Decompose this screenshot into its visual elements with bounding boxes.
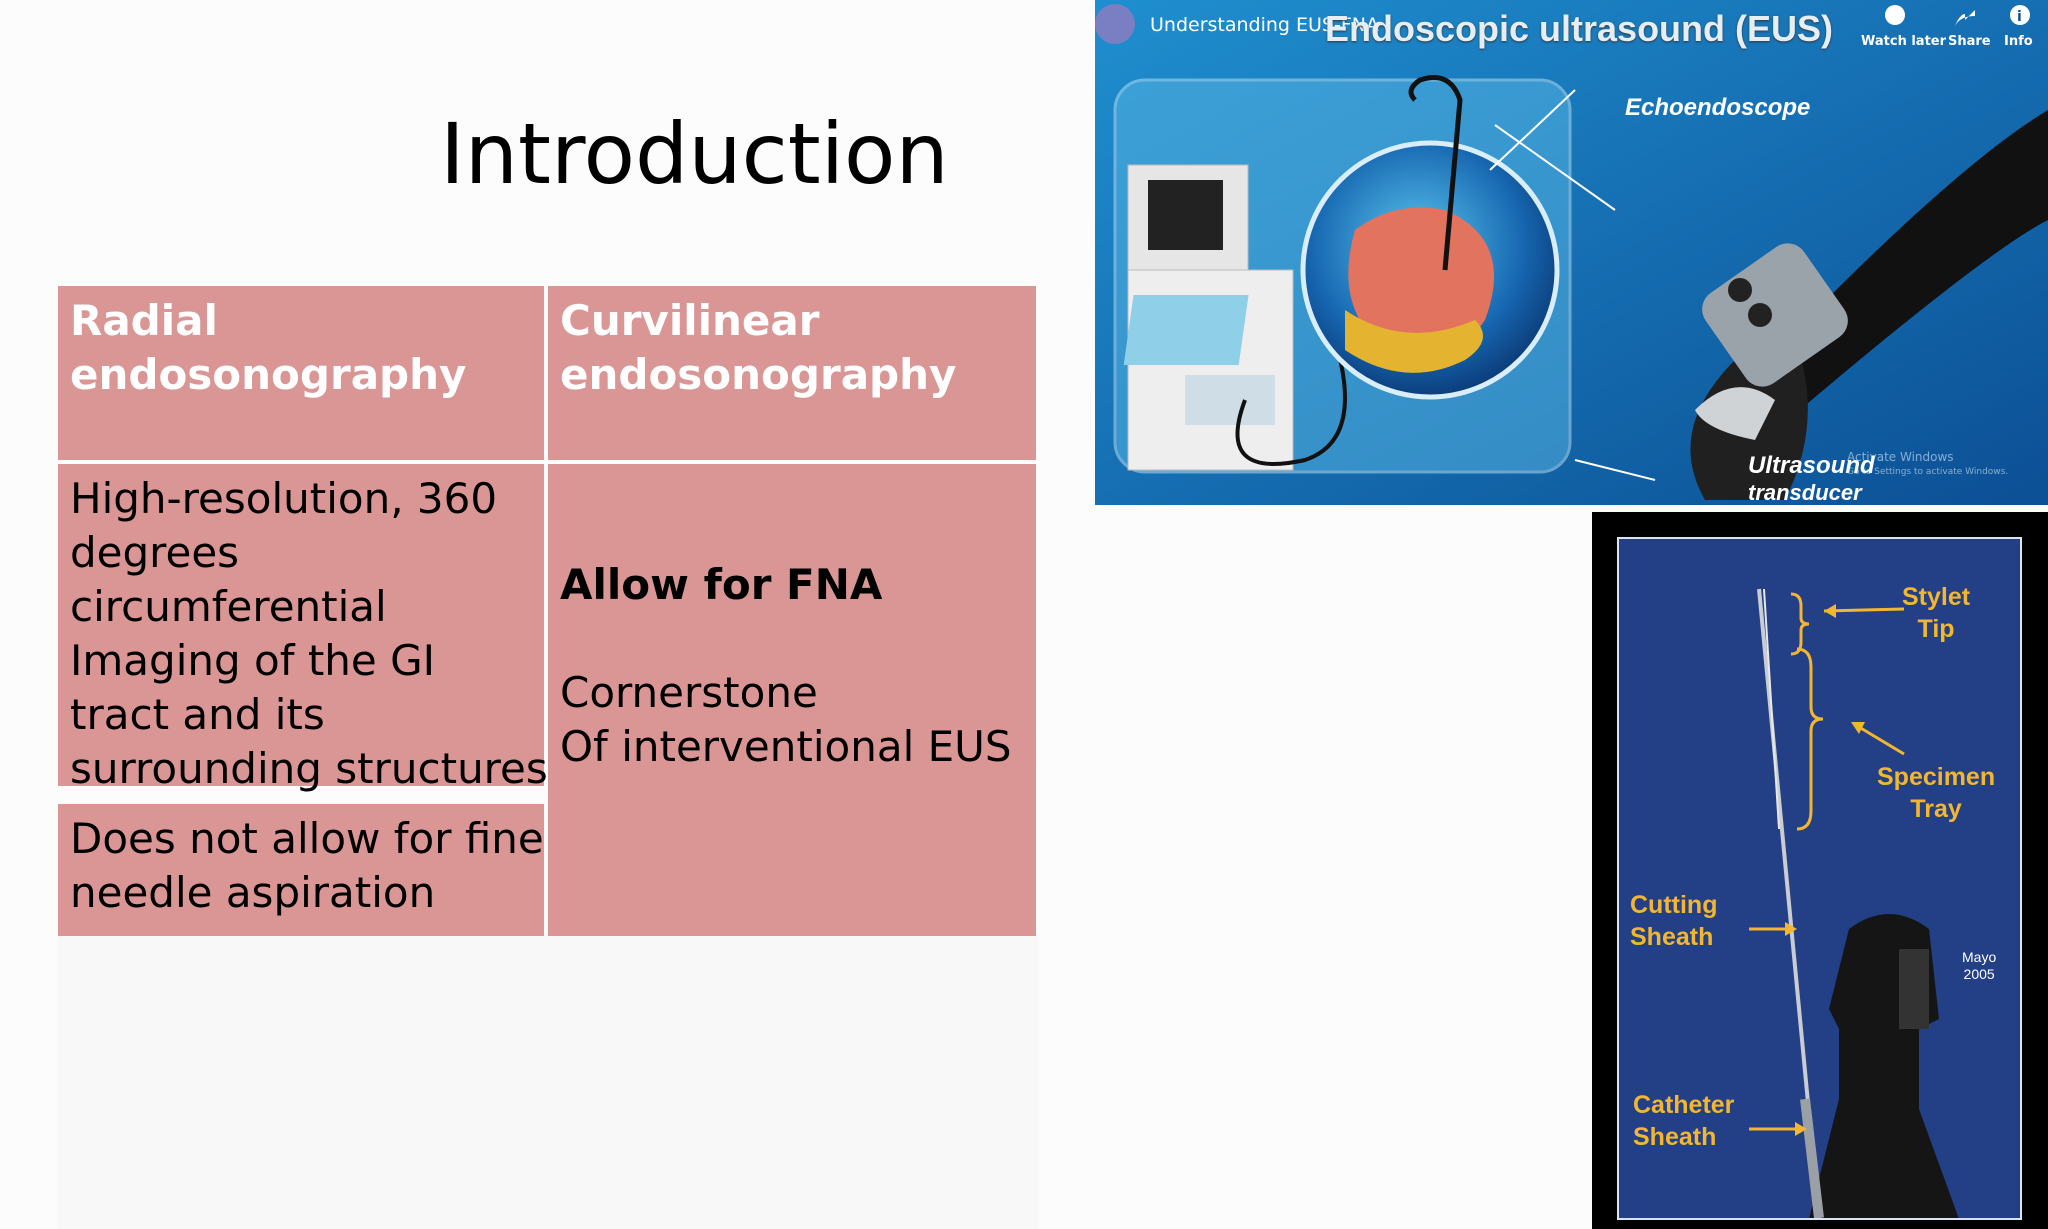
text-line: circumferential — [70, 582, 387, 631]
label-line: Stylet — [1902, 583, 1971, 611]
curvilinear-fna-text: Allow for FNA — [560, 560, 883, 609]
slide-title: Introduction — [440, 105, 949, 203]
text-line: surrounding structures — [70, 744, 548, 793]
text-line: needle aspiration — [70, 868, 436, 917]
needle-illustration — [1749, 588, 1959, 1219]
eus-video-frame[interactable]: i Understanding EUS-FNA Endoscopic ultra… — [1095, 0, 2048, 505]
label-line: Tray — [1910, 795, 1962, 823]
label-line: Tip — [1917, 615, 1955, 643]
video-overlay-title: Endoscopic ultrasound (EUS) — [1325, 8, 1834, 49]
needle-figure-panel: Stylet Tip Specimen Tray Cutting Sheath … — [1617, 537, 2022, 1220]
label-stylet-tip: Stylet Tip — [1902, 581, 1970, 645]
text-line: Does not allow for fine — [70, 814, 544, 863]
info-button[interactable]: Info — [2004, 34, 2033, 49]
clock-icon — [1885, 5, 1905, 25]
label-line: Cutting — [1630, 891, 1718, 919]
label-line: 2005 — [1963, 966, 1995, 982]
watermark-line: Go to Settings to activate Windows. — [1847, 467, 2009, 477]
label-ultrasound: Ultrasound — [1748, 452, 1875, 479]
table-header-curvilinear: Curvilinear endosonography — [548, 286, 1036, 460]
text-line: Cornerstone — [560, 668, 818, 717]
share-button[interactable]: Share — [1948, 34, 1991, 49]
text-line: tract and its — [70, 690, 325, 739]
label-cutting-sheath: Cutting Sheath — [1630, 889, 1717, 953]
label-line: Sheath — [1630, 923, 1714, 951]
table-cell-radial-fna: Does not allow for fine needle aspiratio… — [58, 804, 544, 936]
comparison-table: Radial endosonography Curvilinear endoso… — [58, 286, 1036, 936]
label-catheter-sheath: Catheter Sheath — [1633, 1089, 1734, 1153]
text-line: High-resolution, 360 — [70, 474, 498, 523]
windows-watermark: Activate Windows Go to Settings to activ… — [1847, 450, 2008, 480]
watermark-line: Activate Windows — [1847, 450, 1954, 464]
svg-text:i: i — [2017, 9, 2022, 25]
label-credit: Mayo 2005 — [1962, 949, 1996, 983]
table-cell-radial-imaging: High-resolution, 360 degrees circumferen… — [58, 464, 548, 793]
spacer — [560, 612, 1024, 666]
eus-needle-figure: Stylet Tip Specimen Tray Cutting Sheath … — [1592, 512, 2048, 1229]
eus-illustration: i — [1095, 0, 2048, 505]
label-echoendoscope: Echoendoscope — [1625, 94, 1811, 121]
table-header-radial: Radial endosonography — [58, 286, 544, 460]
label-specimen-tray: Specimen Tray — [1877, 761, 1995, 825]
text-line: Of interventional EUS — [560, 722, 1012, 771]
text-line: Imaging of the GI — [70, 636, 436, 685]
text-line: degrees — [70, 528, 240, 577]
table-cell-curvilinear: Allow for FNA Cornerstone Of interventio… — [548, 464, 1036, 936]
label-transducer: transducer — [1748, 480, 1862, 505]
watch-later-button[interactable]: Watch later — [1861, 34, 1947, 49]
slide-background-panel — [58, 935, 1038, 1229]
label-line: Mayo — [1962, 949, 1997, 965]
label-line: Sheath — [1633, 1123, 1717, 1151]
video-channel-title[interactable]: Understanding EUS-FNA — [1150, 14, 1379, 36]
label-line: Catheter — [1633, 1091, 1735, 1119]
label-line: Specimen — [1877, 763, 1996, 791]
